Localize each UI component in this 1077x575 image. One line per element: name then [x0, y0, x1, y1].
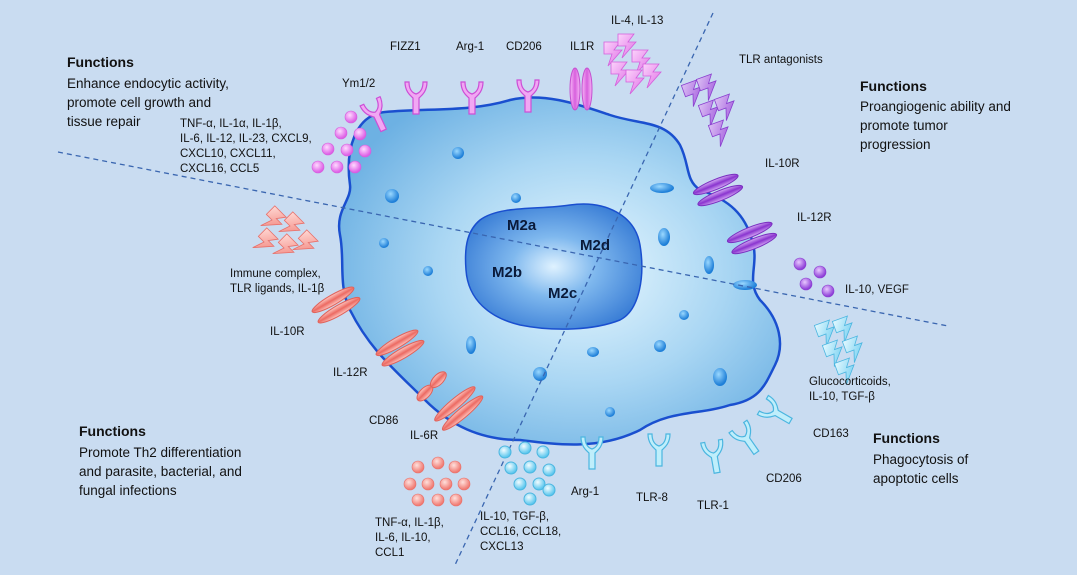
m2b-il12r-receptor-icon [375, 329, 425, 367]
m2a-secreted-dots-icon [311, 110, 372, 174]
m2d-il12r-label: IL-12R [797, 212, 832, 224]
m2b-il6r-receptor-icon [434, 386, 484, 431]
m2d-il12r-receptor-icon [726, 221, 778, 255]
divider-diagonal [454, 12, 714, 566]
m2b-functions-text: Promote Th2 differentiation and parasite… [79, 445, 242, 498]
m2b-inducers-label: Immune complex, TLR ligands, IL-1β [230, 268, 325, 295]
cd206-label: CD206 [506, 41, 542, 53]
subtype-label-m2c: M2c [548, 285, 578, 302]
subtype-label-m2b: M2b [492, 264, 522, 281]
m2d-secreted-dots-icon [793, 257, 835, 298]
vesicles [379, 147, 757, 417]
m2d-il10r-label: IL-10R [765, 158, 800, 170]
m2a-functions-text: Enhance endocytic activity, promote cell… [67, 76, 229, 129]
m2a-functions-title: Functions [67, 54, 134, 70]
m2b-secreted-label: TNF-α, IL-1β, IL-6, IL-10, CCL1 [375, 517, 444, 559]
m2c-tlr1-label: TLR-1 [697, 500, 729, 512]
m2c-cd163-label: CD163 [813, 428, 849, 440]
m2c-functions-text: Phagocytosis of apoptotic cells [873, 452, 969, 486]
m2b-cd86-label: CD86 [369, 415, 399, 427]
m2c-functions-title: Functions [873, 430, 940, 446]
m2c-tlr8-label: TLR-8 [636, 492, 668, 504]
m2d-secreted-label: IL-10, VEGF [845, 284, 909, 296]
m2b-il12r-label: IL-12R [333, 367, 368, 379]
m2b-il6r-label: IL-6R [410, 430, 439, 442]
nucleus [464, 203, 643, 330]
subtype-label-m2a: M2a [507, 217, 537, 234]
subtype-label-m2d: M2d [580, 237, 610, 254]
m2b-il10r-receptor-icon [311, 286, 361, 324]
m2b-cd86-receptor-icon [416, 371, 447, 402]
m2c-inducers-label: Glucocorticoids, IL-10, TGF-β [809, 376, 891, 403]
m2c-secreted-dots-icon [498, 441, 556, 506]
m2d-functions-text: Proangiogenic ability and promote tumor … [860, 99, 1011, 152]
m2a-inducers-label: IL-4, IL-13 [611, 15, 664, 27]
m2b-il10r-label: IL-10R [270, 326, 305, 338]
ym-label: Ym1/2 [342, 78, 376, 90]
m2a-secreted-label: TNF-α, IL-1α, IL-1β, IL-6, IL-12, IL-23,… [180, 118, 312, 175]
fizz1-label: FIZZ1 [390, 41, 421, 53]
m2c-arg1-label: Arg-1 [571, 486, 600, 498]
m2c-cd206-label: CD206 [766, 473, 802, 485]
il1r-label: IL1R [570, 41, 595, 53]
arg1-label: Arg-1 [456, 41, 485, 53]
m2b-functions-title: Functions [79, 423, 146, 439]
m2d-functions-title: Functions [860, 78, 927, 94]
m2c-secreted-label: IL-10, TGF-β, CCL16, CCL18, CXCL13 [480, 511, 562, 553]
m2d-inducers-label: TLR antagonists [739, 54, 823, 66]
il1r-receptor-icon [569, 67, 593, 111]
m2b-secreted-dots-icon [403, 456, 471, 507]
divider-horizontal [57, 151, 949, 327]
m2d-il10r-receptor-icon [692, 173, 744, 207]
